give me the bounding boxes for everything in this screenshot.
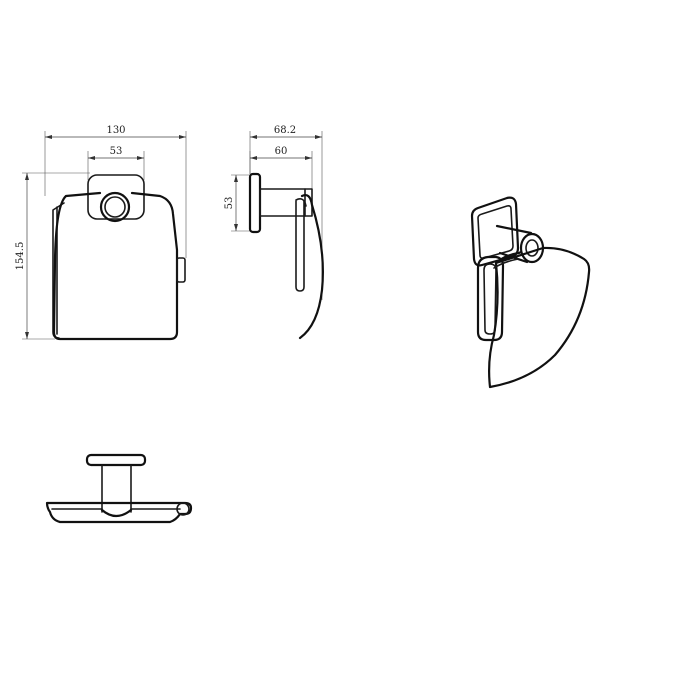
top-post-bottom [100, 508, 133, 518]
front-rosette-inner [104, 196, 126, 218]
perspective-post-end-inner [525, 239, 539, 257]
perspective-wire-arm-inner [483, 263, 497, 335]
perspective-cover-edge [493, 258, 519, 269]
side-wire-arm [295, 200, 305, 292]
dimension-label-front-inner-width: 53 [110, 146, 123, 157]
dimension-label-front-width: 130 [106, 125, 125, 136]
front-wall-plate [87, 174, 145, 220]
top-post-body [101, 464, 132, 513]
side-view: 68.2 60 53 [224, 125, 324, 340]
top-cover-profile [45, 501, 193, 524]
front-view: 130 53 154.5 [15, 125, 187, 341]
dimension-side-plate-height: 53 [224, 174, 250, 232]
dimension-label-front-height: 154.5 [15, 242, 26, 271]
dimension-front-width: 130 [44, 125, 187, 258]
dimension-label-side-plate-height: 53 [224, 197, 235, 210]
side-cover-hinge [295, 198, 307, 207]
perspective-wall-plate-inner [477, 205, 514, 259]
dimension-front-height: 154.5 [15, 172, 90, 340]
perspective-wire-arm [476, 255, 505, 342]
front-side-tab [176, 257, 186, 283]
dimension-label-side-depth-inner: 60 [275, 146, 288, 157]
front-cover-flap [52, 191, 179, 341]
top-view [45, 453, 193, 524]
dimension-front-inner-width: 53 [87, 146, 145, 180]
side-wall-plate [248, 172, 262, 234]
top-post-cap [85, 453, 147, 467]
dimension-side-depth-inner: 60 [249, 146, 313, 190]
top-roll-end [176, 502, 190, 516]
dimension-label-side-depth-total: 68.2 [274, 125, 296, 136]
perspective-cover-flap [488, 246, 591, 389]
perspective-view [470, 196, 591, 389]
front-rosette [99, 191, 131, 223]
side-cover-flap [298, 193, 324, 340]
